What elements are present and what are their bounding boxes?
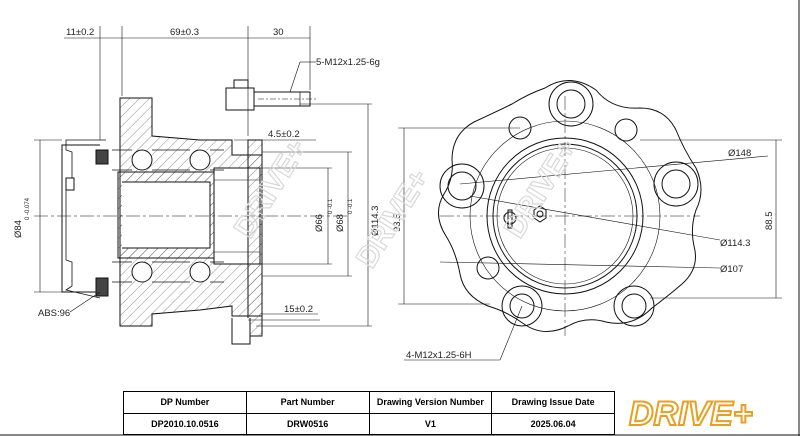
- value-issue-date: 2025.06.04: [491, 412, 615, 435]
- dim-dia-68-tol: 0 -0.1: [348, 198, 354, 214]
- header-issue-date: Drawing Issue Date: [491, 391, 615, 414]
- thread-callout-stud: 5-M12x1.25-6g: [316, 57, 380, 68]
- abs-label: ABS:96: [38, 308, 70, 319]
- ball-upper-right: [189, 149, 211, 171]
- ball-upper-left: [131, 149, 153, 171]
- dimension-texts-front: 93.5 88.5 Ø148 Ø114.3 Ø107 4-M12x1.25-6H: [392, 148, 775, 361]
- drive-logo: DRIVE+: [620, 391, 798, 435]
- wheel-stud: [225, 79, 316, 111]
- dim-dia-66-tol: 0 -0.1: [328, 198, 334, 214]
- dim-69: 69±0.3: [170, 27, 199, 38]
- dim-dia-148: Ø148: [728, 148, 751, 159]
- header-part-number: Part Number: [245, 391, 370, 414]
- ball-lower-left: [131, 261, 153, 283]
- dim-dia-114-3: Ø114.3: [720, 238, 750, 249]
- value-part-number: DRW0516: [245, 412, 370, 435]
- title-block-header-row: DP Number Part Number Drawing Version Nu…: [123, 391, 615, 414]
- dim-dia-114-3-side: Ø114.3: [370, 206, 381, 236]
- dim-88-5: 88.5: [764, 212, 775, 231]
- side-section-view: [34, 79, 350, 345]
- header-drawing-version: Drawing Version Number: [368, 391, 493, 414]
- dim-dia-66: Ø66: [314, 214, 325, 232]
- header-dp-number: DP Number: [123, 391, 247, 414]
- title-block: DP Number Part Number Drawing Version Nu…: [123, 391, 615, 435]
- flange-outline: [438, 80, 702, 332]
- dim-dia-107: Ø107: [720, 264, 743, 275]
- dim-30: 30: [273, 27, 284, 38]
- dim-15: 15±0.2: [284, 304, 313, 315]
- watermark-middle: DRIVE+: [350, 164, 436, 274]
- logo-text: DRIVE+: [629, 395, 753, 433]
- dim-dia-68: Ø68: [335, 214, 346, 232]
- value-drawing-version: V1: [368, 412, 493, 435]
- dust-cap: [61, 144, 100, 293]
- thread-callout-holes: 4-M12x1.25-6H: [406, 350, 472, 361]
- value-dp-number: DP2010.10.0516: [123, 412, 247, 435]
- dim-dia-84: Ø84: [13, 220, 24, 238]
- stud-holes: [439, 81, 699, 327]
- dim-dia-84-tol: 0 -0.074: [25, 197, 31, 220]
- title-block-value-row: DP2010.10.0516 DRW0516 V1 2025.06.04: [123, 412, 615, 435]
- dimension-texts-side: 11±0.2 69±0.3 30 5-M12x1.25-6g 4.5±0.2 1…: [13, 27, 381, 319]
- dim-93-5: 93.5: [392, 214, 403, 233]
- dimension-lines-side: [34, 26, 372, 327]
- front-view: [438, 80, 702, 336]
- dimension-lines-front: [398, 127, 782, 361]
- watermarks: DRIVE+ DRIVE+ DRIVE+: [227, 133, 584, 274]
- watermark-right: DRIVE+: [498, 134, 584, 244]
- ball-lower-right: [189, 261, 211, 283]
- dim-4-5: 4.5±0.2: [268, 129, 300, 140]
- dim-11: 11±0.2: [66, 27, 94, 38]
